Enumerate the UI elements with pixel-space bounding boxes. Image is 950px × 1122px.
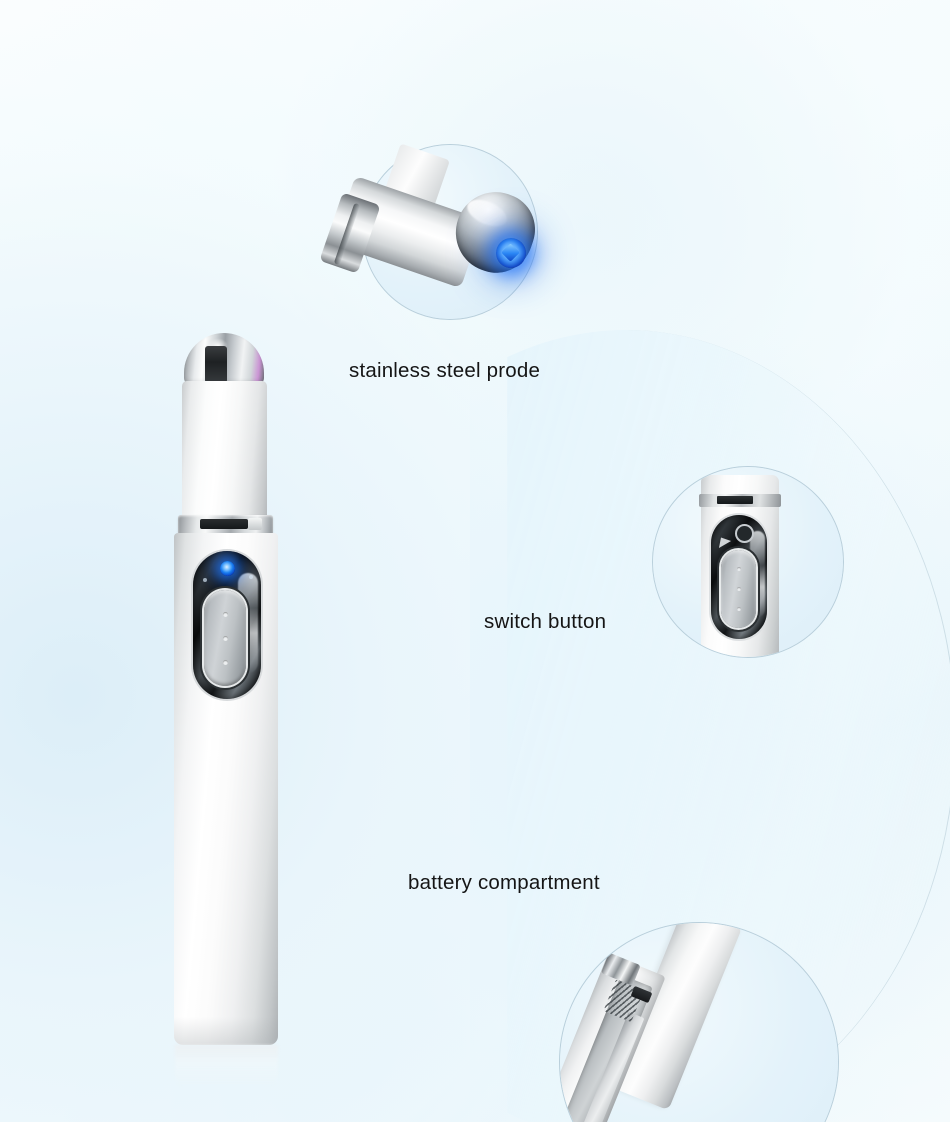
switch-closeup-panel xyxy=(711,515,767,639)
device-upper-barrel xyxy=(182,381,267,521)
mid-ring-tab xyxy=(248,518,262,530)
switch-closeup-ring-slot xyxy=(717,496,753,504)
callout-label-probe: stainless steel prode xyxy=(349,359,541,382)
push-button-dot-2 xyxy=(222,636,228,641)
callout-probe-fill xyxy=(363,145,537,319)
callout-label-battery: battery compartment xyxy=(408,871,600,894)
device-push-button[interactable] xyxy=(204,590,246,686)
switch-closeup-dot-3 xyxy=(736,607,741,611)
panel-micro-dot-right xyxy=(249,575,253,579)
device-chrome-mid-ring xyxy=(178,515,273,537)
device-surface-reflection xyxy=(175,1045,278,1087)
panel-micro-dot-left xyxy=(203,578,207,582)
product-device-main xyxy=(167,333,287,1087)
callout-label-switch: switch button xyxy=(484,610,607,633)
callout-circle-probe xyxy=(362,144,538,320)
switch-closeup-push-button xyxy=(721,550,756,628)
push-button-dot-3 xyxy=(222,660,228,665)
switch-closeup-led-ring-icon xyxy=(735,524,754,543)
mid-ring-slot xyxy=(200,519,248,529)
switch-closeup-arrow-icon xyxy=(714,534,732,548)
push-button-dot-1 xyxy=(222,612,228,617)
callout-circle-switch xyxy=(652,466,844,658)
cap-center-notch xyxy=(205,346,227,382)
switch-closeup-dot-2 xyxy=(736,587,741,591)
switch-closeup-dot-1 xyxy=(736,567,741,571)
indicator-led-icon xyxy=(220,561,235,576)
device-switch-panel xyxy=(193,551,261,699)
